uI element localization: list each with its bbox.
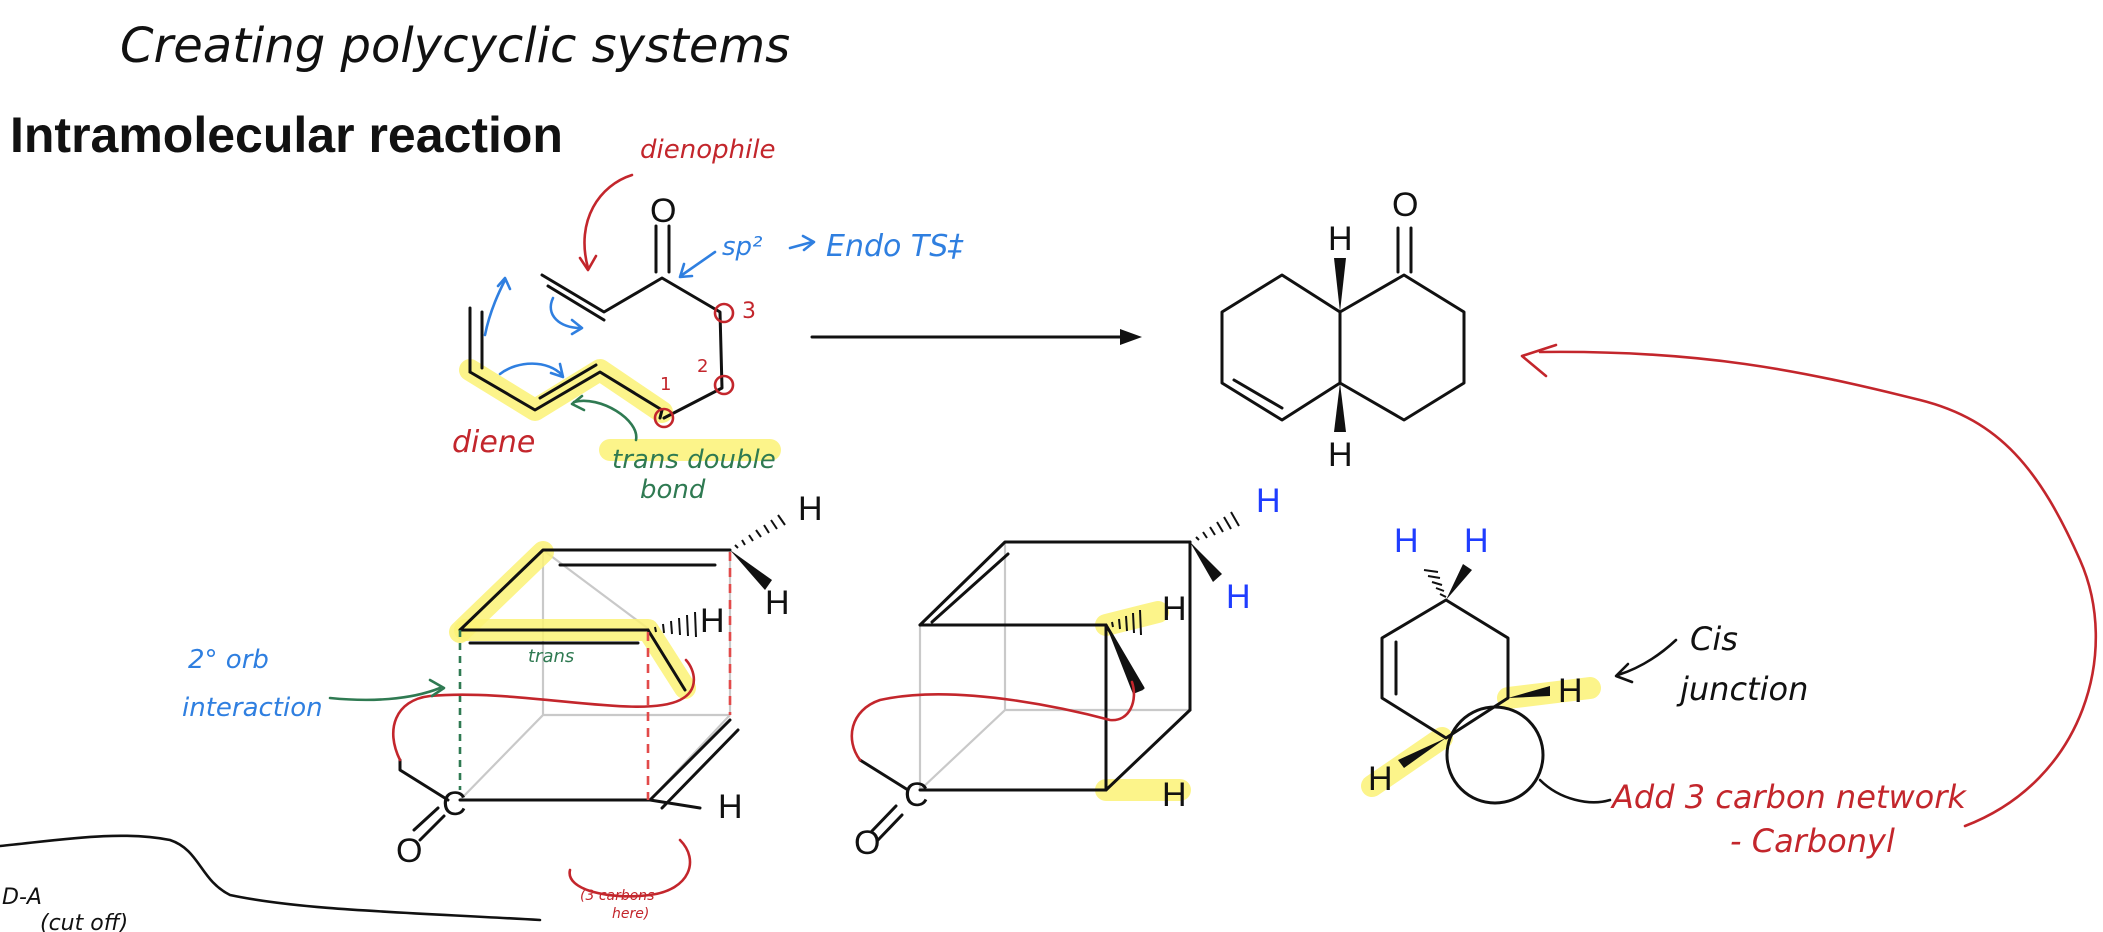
ts1-carbon: C xyxy=(442,785,467,823)
carbons-here-2: here) xyxy=(612,906,649,922)
cis-h-4: H xyxy=(1368,760,1393,798)
bottom-left-note: D-A (cut off) xyxy=(0,834,542,932)
ring-placeholder-circle xyxy=(1445,705,1545,805)
ts2-oxygen: O xyxy=(854,824,880,862)
cis-h-3: H xyxy=(1558,672,1583,710)
number-1: 1 xyxy=(660,374,671,395)
curved-arrow-1 xyxy=(483,278,507,337)
carbonyl-oxygen: O xyxy=(650,192,676,230)
ts2-h-2: H xyxy=(1226,578,1251,616)
endo-arrow xyxy=(788,240,814,250)
cis-arrow xyxy=(1616,638,1678,677)
handwritten-title: Creating polycyclic systems xyxy=(120,18,790,74)
curved-arrow-3 xyxy=(498,362,564,377)
transition-state-2: H H H H C O xyxy=(850,482,1281,862)
reaction-arrow xyxy=(810,329,1142,345)
long-red-arrow xyxy=(1538,350,2098,828)
ts2-tether xyxy=(850,680,1136,762)
cis-label-2: junction xyxy=(1676,670,1808,708)
add-carbon-label-1: Add 3 carbon network xyxy=(1610,778,1967,816)
diene-label: diene xyxy=(452,425,535,460)
ts1-h-3: H xyxy=(700,602,725,640)
trans-double-label-2: bond xyxy=(640,475,706,505)
trans-arrow xyxy=(572,399,638,442)
orbital-arrow xyxy=(328,686,442,702)
sp2-label: sp² xyxy=(722,232,762,262)
orbital-label-2: interaction xyxy=(182,693,323,723)
transition-state-1: H H H H C O trans 2° orb interaction (3 … xyxy=(182,490,823,922)
product-h-bottom: H xyxy=(1328,436,1353,474)
ts2-h-3: H xyxy=(1162,590,1187,628)
product-bicycle: O H H xyxy=(1220,186,1466,474)
ts1-tether xyxy=(392,658,696,762)
starting-material: O 3 2 1 dienophile sp² Endo TS‡ xyxy=(452,135,964,505)
trans-small-label: trans xyxy=(528,646,574,667)
product-h-top: H xyxy=(1328,220,1353,258)
dienophile-label: dienophile xyxy=(640,135,776,165)
ts1-h-2: H xyxy=(765,584,790,622)
add-carbon-label-2: - Carbonyl xyxy=(1730,822,1895,860)
ts1-h-4: H xyxy=(718,788,743,826)
da-note-1: D-A xyxy=(2,885,42,910)
dienophile-arrow xyxy=(583,173,634,270)
wedge-top xyxy=(1334,258,1346,312)
curved-arrow-2 xyxy=(549,296,582,330)
number-2: 2 xyxy=(697,356,708,377)
wedge-bottom xyxy=(1334,383,1346,432)
heading: Intramolecular reaction xyxy=(10,107,563,163)
ts1-h-1: H xyxy=(798,490,823,528)
cis-h-2: H xyxy=(1464,522,1489,560)
product-oxygen: O xyxy=(1392,186,1418,224)
ts2-h-1: H xyxy=(1256,482,1281,520)
cis-junction-structure: H H H H Cis junction Add 3 carbon networ… xyxy=(1361,522,1967,860)
ts2-carbon: C xyxy=(904,776,929,814)
cis-label-1: Cis xyxy=(1690,620,1738,658)
orbital-label-1: 2° orb xyxy=(188,645,269,675)
ts1-oxygen: O xyxy=(396,832,422,870)
ts2-h-4: H xyxy=(1162,776,1187,814)
cis-h-1: H xyxy=(1394,522,1419,560)
number-3: 3 xyxy=(742,299,756,324)
carbons-here-1: (3 carbons xyxy=(580,888,654,904)
endo-ts-label: Endo TS‡ xyxy=(826,229,964,264)
da-note-2: (cut off) xyxy=(40,911,128,932)
trans-double-label-1: trans double xyxy=(612,445,776,475)
